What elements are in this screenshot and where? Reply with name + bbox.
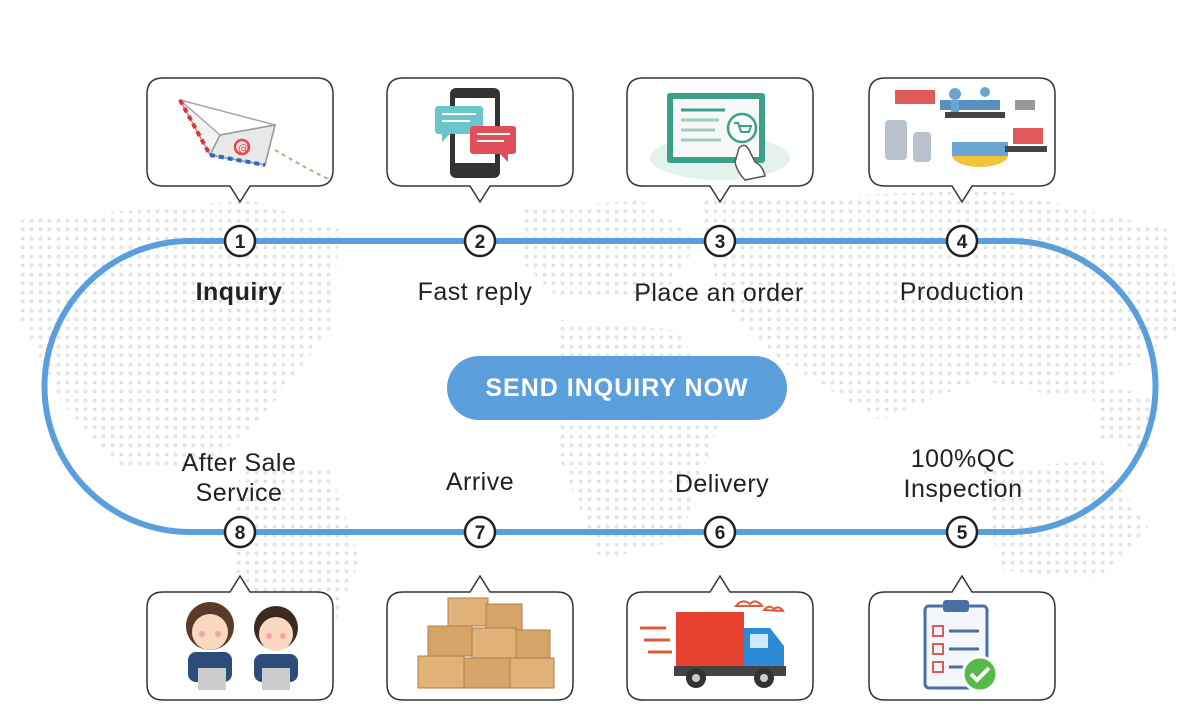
step-7-marker: 7 [463, 515, 497, 549]
step-2-marker-circle [463, 224, 497, 258]
cardboard-boxes-icon [417, 597, 555, 689]
svg-text:@: @ [238, 142, 249, 155]
online-order-tablet-icon [650, 93, 790, 181]
step-4-label: Production [899, 278, 1025, 306]
step-7-marker-text: 7 [475, 523, 486, 544]
step-6-marker-circle [703, 515, 737, 549]
step-3-marker: 3 [703, 224, 737, 258]
step-5-marker: 5 [945, 515, 979, 549]
step-2-label: Fast reply [417, 278, 533, 306]
step-8-label-line-1: After Sale [181, 449, 297, 477]
step-6-marker-text: 6 [715, 523, 726, 544]
step-8-marker: 8 [223, 515, 257, 549]
step-8-marker-circle [223, 515, 257, 549]
step-7-marker-circle [463, 515, 497, 549]
step-2-marker: 2 [463, 224, 497, 258]
factory-production-line-icon [885, 87, 1047, 167]
delivery-truck-icon [640, 600, 786, 688]
step-4-marker-text: 4 [957, 232, 968, 253]
step-1-marker-text: 1 [235, 232, 246, 253]
send-inquiry-button[interactable]: SEND INQUIRY NOW [447, 356, 787, 420]
step-7-label: Arrive [445, 468, 515, 496]
step-4-marker: 4 [945, 224, 979, 258]
step-number-markers: 1 2 3 4 5 6 7 8 [223, 224, 979, 549]
step-8-label: After Sale Service [119, 448, 359, 508]
speech-bubble-step-8 [146, 574, 334, 701]
smartphone-chat-icon [435, 88, 516, 178]
paper-plane-envelope-icon: @ [178, 98, 331, 181]
step-5-marker-circle [945, 515, 979, 549]
step-6-marker: 6 [703, 515, 737, 549]
clipboard-checklist-icon [923, 600, 999, 693]
step-2-marker-text: 2 [475, 232, 486, 253]
step-3-marker-circle [703, 224, 737, 258]
customer-service-agents-icon [186, 602, 298, 690]
speech-bubble-step-4 [868, 77, 1056, 204]
step-4-marker-circle [945, 224, 979, 258]
process-loop-line [41, 238, 1159, 535]
step-5-label: 100%QC Inspection [843, 444, 1083, 504]
step-1-marker: 1 [223, 224, 257, 258]
step-8-marker-text: 8 [235, 523, 246, 544]
step-5-label-line-1: 100%QC [910, 445, 1016, 473]
step-5-marker-text: 5 [957, 523, 968, 544]
step-1-marker-circle [223, 224, 257, 258]
step-1-label: Inquiry [195, 278, 283, 306]
step-3-label: Place an order [634, 279, 804, 307]
step-8-label-line-2: Service [195, 479, 283, 507]
step-5-label-line-2: Inspection [903, 475, 1023, 503]
step-3-marker-text: 3 [715, 232, 726, 253]
step-6-label: Delivery [674, 470, 770, 498]
